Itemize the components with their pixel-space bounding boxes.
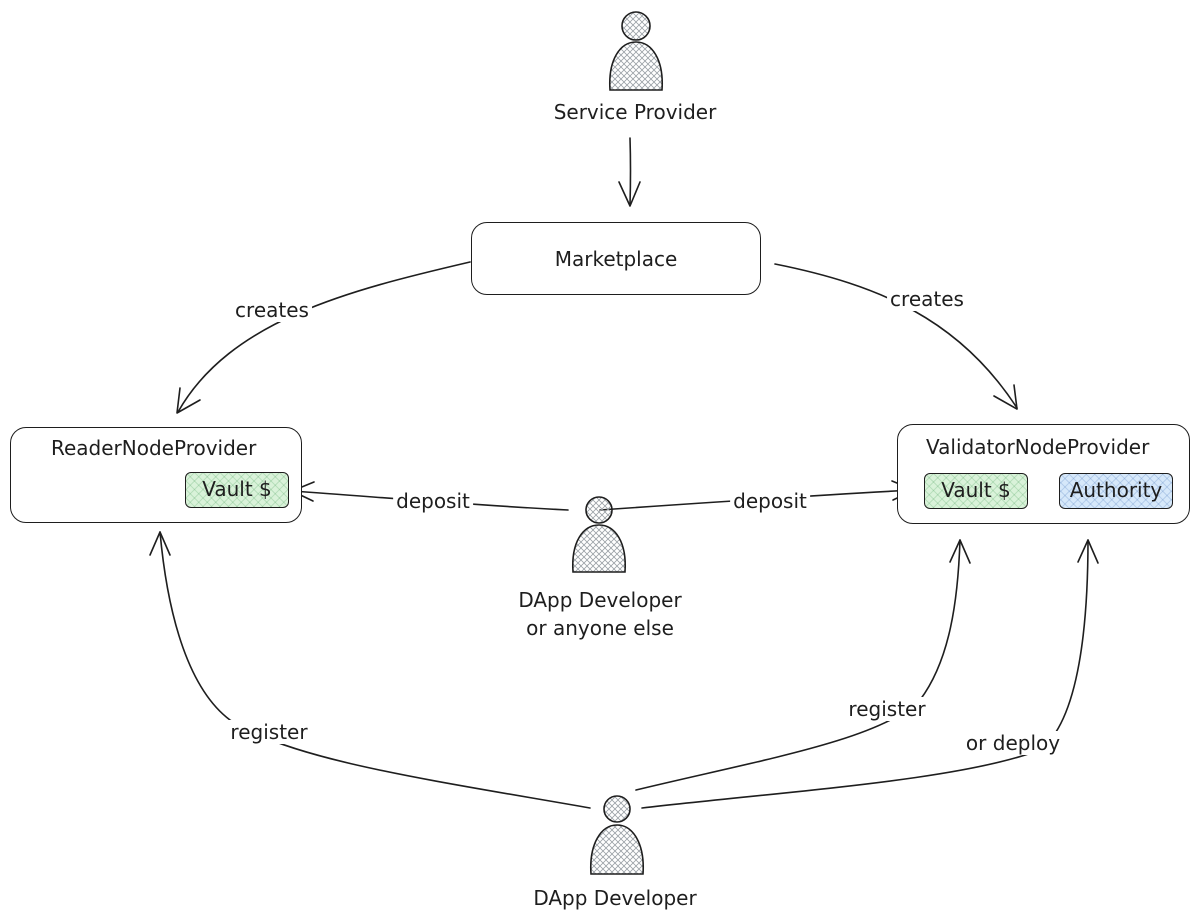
reader-node-provider-title: ReaderNodeProvider <box>51 436 257 460</box>
marketplace-box[interactable]: Marketplace <box>471 222 761 295</box>
validator-vault-chip[interactable]: Vault $ <box>924 473 1028 509</box>
validator-node-provider-title: ValidatorNodeProvider <box>926 435 1150 459</box>
register-right-label: register <box>845 697 929 721</box>
reader-vault-chip[interactable]: Vault $ <box>185 472 289 508</box>
arrow-deploy-to-authority <box>641 539 1099 809</box>
arrow-service-provider-to-marketplace <box>618 137 641 207</box>
deposit-right-label: deposit <box>730 489 810 513</box>
validator-node-provider-box[interactable]: ValidatorNodeProvider Vault $ Authority <box>897 424 1190 524</box>
creates-right-label: creates <box>887 287 967 311</box>
deposit-left-label: deposit <box>393 489 473 513</box>
dapp-developer-person-icon <box>590 795 644 875</box>
register-left-label: register <box>227 720 311 744</box>
dapp-developer-line: DApp Developer <box>518 588 682 612</box>
dapp-developer-or-anyone-label: DApp Developer or anyone else <box>518 586 681 642</box>
or-deploy-label: or deploy <box>962 731 1064 755</box>
creates-left-label: creates <box>232 298 312 322</box>
marketplace-title: Marketplace <box>554 247 678 271</box>
dapp-developer-label: DApp Developer <box>533 886 697 910</box>
reader-node-provider-box[interactable]: ReaderNodeProvider Vault $ <box>10 427 302 523</box>
or-anyone-else-line: or anyone else <box>526 616 674 640</box>
dapp-developer-or-anyone-person-icon <box>572 496 626 573</box>
arrow-marketplace-to-reader <box>176 261 471 414</box>
arrow-marketplace-to-validator <box>774 263 1018 410</box>
arrow-register-to-reader <box>149 531 591 809</box>
arrow-register-to-validator <box>635 539 971 791</box>
service-provider-person-icon <box>609 11 663 91</box>
validator-authority-chip[interactable]: Authority <box>1059 473 1173 509</box>
service-provider-label: Service Provider <box>553 100 717 124</box>
